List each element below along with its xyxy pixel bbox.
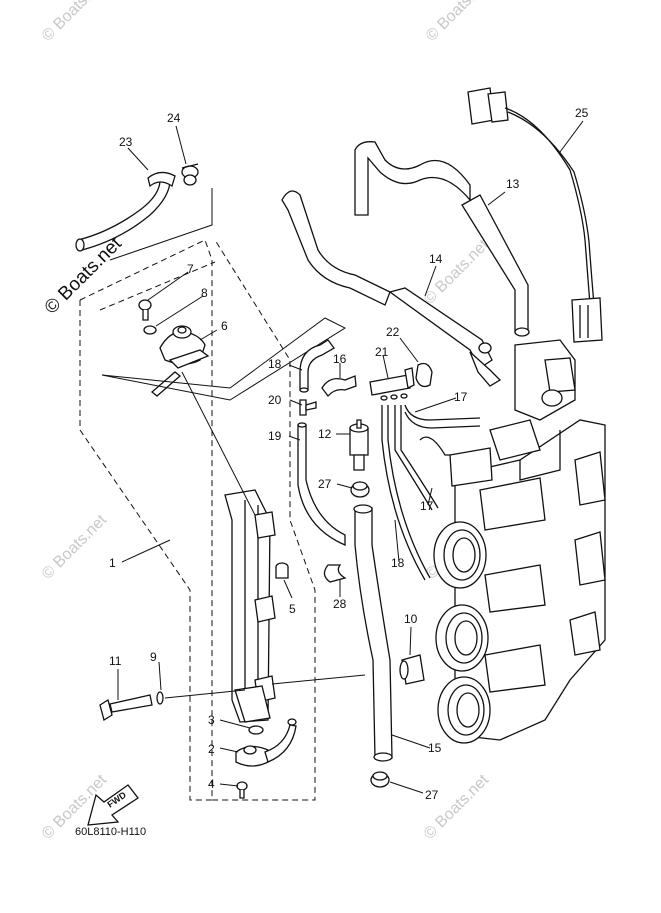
watermark-top-right: © Boats.net: [423, 0, 495, 45]
hose-19: [299, 339, 335, 393]
callout-28: 28: [333, 597, 347, 611]
clamp-25: [181, 163, 199, 186]
callout-19: 18: [268, 357, 282, 371]
callout-20: 19: [268, 429, 282, 443]
callout-15: 15: [428, 741, 442, 755]
assembly-outline: [79, 239, 316, 801]
callout-9: 9: [150, 650, 157, 664]
hose-24: [75, 171, 176, 252]
joint-21: [299, 399, 317, 416]
hose-13: [354, 141, 530, 337]
watermark-top-left: © Boats.net: [39, 0, 111, 45]
callout-21: 20: [268, 393, 282, 407]
grommet-5: [275, 562, 289, 579]
fuel-rail: [224, 489, 276, 723]
throttle-body-assembly: [433, 339, 606, 744]
washer-9: [156, 691, 164, 705]
o-ring-3: [248, 725, 264, 735]
callout-17-lower: 17: [420, 499, 434, 513]
callout-24: 23: [119, 135, 133, 149]
callout-2: 2: [208, 742, 215, 756]
bolt-11: [99, 694, 153, 722]
screw-4: [236, 781, 248, 799]
callout-17-upper: 17: [454, 390, 468, 404]
callout-5: 5: [289, 602, 296, 616]
sensor-10: [399, 654, 425, 685]
callout-4: 4: [208, 777, 215, 791]
callout-7: 7: [187, 262, 194, 276]
callout-13: 13: [506, 177, 520, 191]
hoses-17-18: [381, 404, 481, 581]
callout-10: 10: [404, 612, 418, 626]
callout-27-bottom: 27: [425, 788, 439, 802]
clamp-27-bottom: [370, 771, 390, 788]
callout-18: 18: [391, 556, 405, 570]
callout-11: 11: [109, 654, 122, 668]
callout-25: 24: [167, 111, 181, 125]
joint-22: [369, 367, 415, 401]
callout-23: 22: [386, 325, 400, 339]
callout-6: 6: [221, 319, 228, 333]
watermark-mid-left: © Boats.net: [39, 511, 111, 583]
hose-15: [353, 504, 393, 762]
pressure-regulator-6: [159, 325, 210, 369]
callout-12: 12: [318, 427, 332, 441]
regulator-pin: [150, 371, 182, 397]
callout-22: 21: [375, 345, 389, 359]
clamp-27-top: [350, 481, 370, 498]
callout-8: 8: [201, 286, 208, 300]
washer-8: [143, 325, 157, 335]
callout-1: 1: [109, 556, 116, 570]
watermark-mid-right: © Boats.net: [421, 236, 493, 308]
diagram-code: 60L8110-H110: [75, 826, 146, 838]
callout-27-top: 27: [318, 477, 332, 491]
clip-28: [323, 564, 347, 583]
callout-14: 14: [429, 252, 443, 266]
clip-23: [415, 362, 433, 388]
hose-20: [297, 422, 346, 546]
leader-lines: [117, 120, 584, 794]
hose-16: [321, 375, 357, 398]
hose-14: [281, 190, 502, 387]
callouts: 23 24 7 8 6 1 5 9 11 3 2 4 10 15 27 28 1…: [109, 106, 589, 802]
watermark-bottom-right: © Boats.net: [421, 771, 493, 843]
filter-12: [349, 419, 369, 471]
screw-7: [138, 299, 152, 321]
callout-3: 3: [208, 713, 215, 727]
callout-26: 25: [575, 106, 589, 120]
callout-16: 16: [333, 352, 347, 366]
harness-26: [467, 87, 603, 343]
fitting-2: [235, 718, 297, 767]
